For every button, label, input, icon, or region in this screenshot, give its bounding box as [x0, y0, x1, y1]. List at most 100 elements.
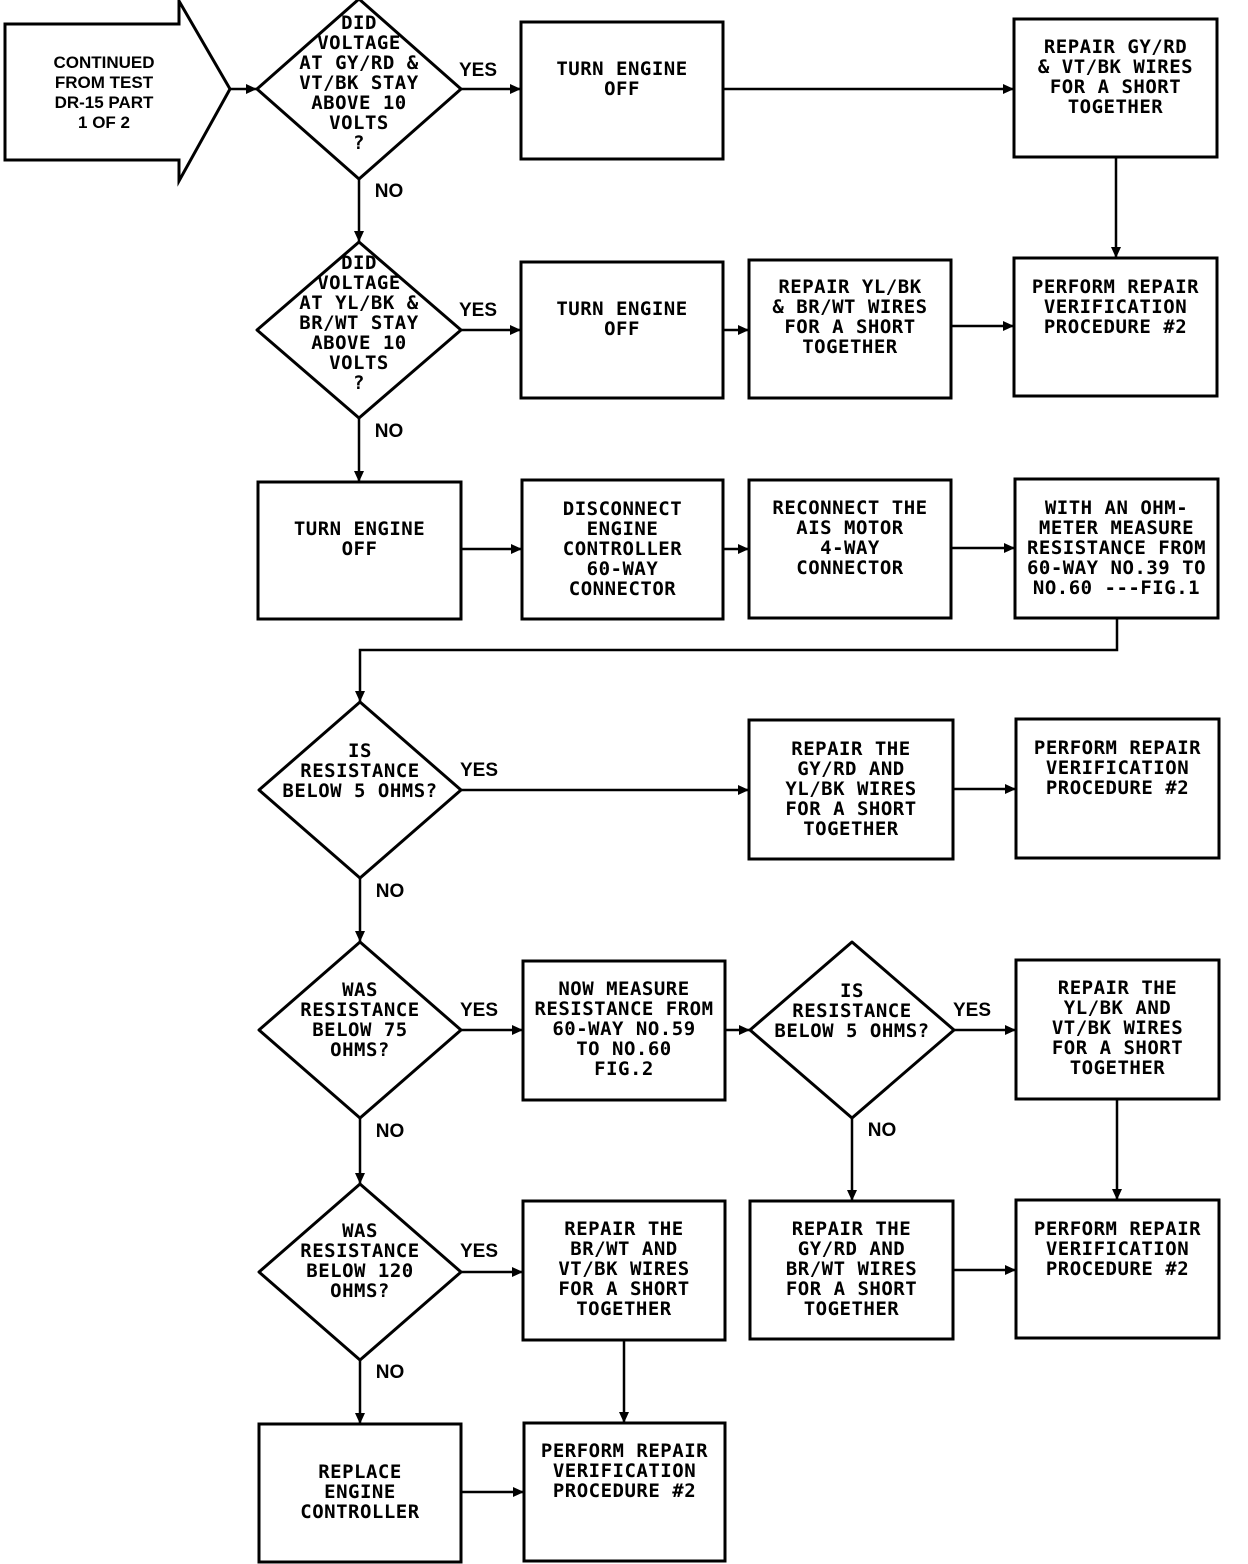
- branch-label-yes-d4: YES: [460, 1000, 498, 1021]
- process-box-b9: [1013, 477, 1220, 620]
- process-box-b1: [519, 20, 725, 161]
- branch-label-yes-d6: YES: [460, 1241, 498, 1262]
- branch-label-yes-d2: YES: [459, 300, 497, 321]
- connector-b17-b18: [461, 1487, 524, 1497]
- process-box-b11: [1014, 717, 1221, 860]
- branch-label-no-d5: NO: [868, 1120, 897, 1141]
- connector-d3-d4: [355, 878, 365, 942]
- connector-d6-b17: [355, 1360, 365, 1424]
- process-box-b14: [521, 1199, 727, 1342]
- arrowhead: [512, 1267, 523, 1277]
- arrowhead: [355, 931, 365, 942]
- arrowhead: [1005, 784, 1016, 794]
- arrowhead: [738, 544, 749, 554]
- connector-b6-b7: [461, 544, 522, 554]
- branch-label-no-d2: NO: [375, 421, 404, 442]
- branch-label-no-d3: NO: [376, 881, 405, 902]
- connector-b1-b2: [723, 84, 1014, 94]
- connector-d5-b13: [954, 1025, 1016, 1035]
- arrowhead: [1003, 321, 1014, 331]
- connector-b4-b5: [951, 321, 1014, 331]
- arrowhead: [513, 1487, 524, 1497]
- process-box-b18: [522, 1421, 727, 1563]
- arrowhead: [510, 84, 521, 94]
- arrowhead: [1005, 1265, 1016, 1275]
- arrowhead: [1112, 1189, 1122, 1200]
- connector-b13-b16: [1112, 1099, 1122, 1200]
- arrowhead: [355, 691, 365, 702]
- connector-b15-b16: [953, 1265, 1016, 1275]
- process-box-b15: [748, 1199, 955, 1341]
- arrowhead: [1003, 84, 1014, 94]
- connector-b9-d3: [355, 618, 1119, 702]
- arrowhead: [355, 1173, 365, 1184]
- arrowhead: [738, 325, 749, 335]
- connector-b14-b18: [619, 1340, 629, 1423]
- connector-b12-d5: [725, 1025, 750, 1035]
- branch-label-yes-d5: YES: [953, 1000, 991, 1021]
- arrowhead: [510, 325, 521, 335]
- connector-d4-d6: [355, 1118, 365, 1184]
- connector-b2-b5: [1111, 157, 1121, 258]
- connector-b8-b9: [951, 543, 1015, 553]
- connector-d2-b3: [461, 325, 521, 335]
- process-box-b10: [747, 718, 955, 861]
- arrowhead: [738, 785, 749, 795]
- connector-b10-b11: [953, 784, 1016, 794]
- entry-arrow-shape: [3, 0, 232, 187]
- connector-d2-b6: [354, 418, 364, 482]
- connector-d1-b1: [461, 84, 521, 94]
- arrowhead: [1111, 247, 1121, 258]
- arrowhead: [354, 231, 364, 242]
- process-box-b13: [1014, 958, 1221, 1101]
- arrowhead: [739, 1025, 750, 1035]
- connector-d5-b15: [847, 1118, 857, 1201]
- process-box-b3: [519, 260, 725, 400]
- arrowhead: [619, 1412, 629, 1423]
- arrowhead: [847, 1190, 857, 1201]
- connector-d6-b14: [461, 1267, 523, 1277]
- connector-b3-b4: [723, 325, 749, 335]
- arrowhead: [512, 1025, 523, 1035]
- arrowhead: [511, 544, 522, 554]
- connector-d1-d2: [354, 179, 364, 242]
- branch-label-yes-d3: YES: [460, 760, 498, 781]
- process-box-b6: [256, 480, 463, 621]
- process-box-b16: [1014, 1198, 1221, 1340]
- connector-entry-d1: [230, 84, 257, 94]
- connector-d3-b10: [461, 785, 749, 795]
- branch-label-no-d1: NO: [375, 181, 404, 202]
- arrowhead: [246, 84, 257, 94]
- connector-b7-b8: [723, 544, 749, 554]
- arrowhead: [354, 471, 364, 482]
- arrowhead: [1005, 1025, 1016, 1035]
- branch-label-no-d4: NO: [376, 1121, 405, 1142]
- arrowhead: [1004, 543, 1015, 553]
- connectors-layer: [230, 84, 1122, 1497]
- branch-label-no-d6: NO: [376, 1362, 405, 1383]
